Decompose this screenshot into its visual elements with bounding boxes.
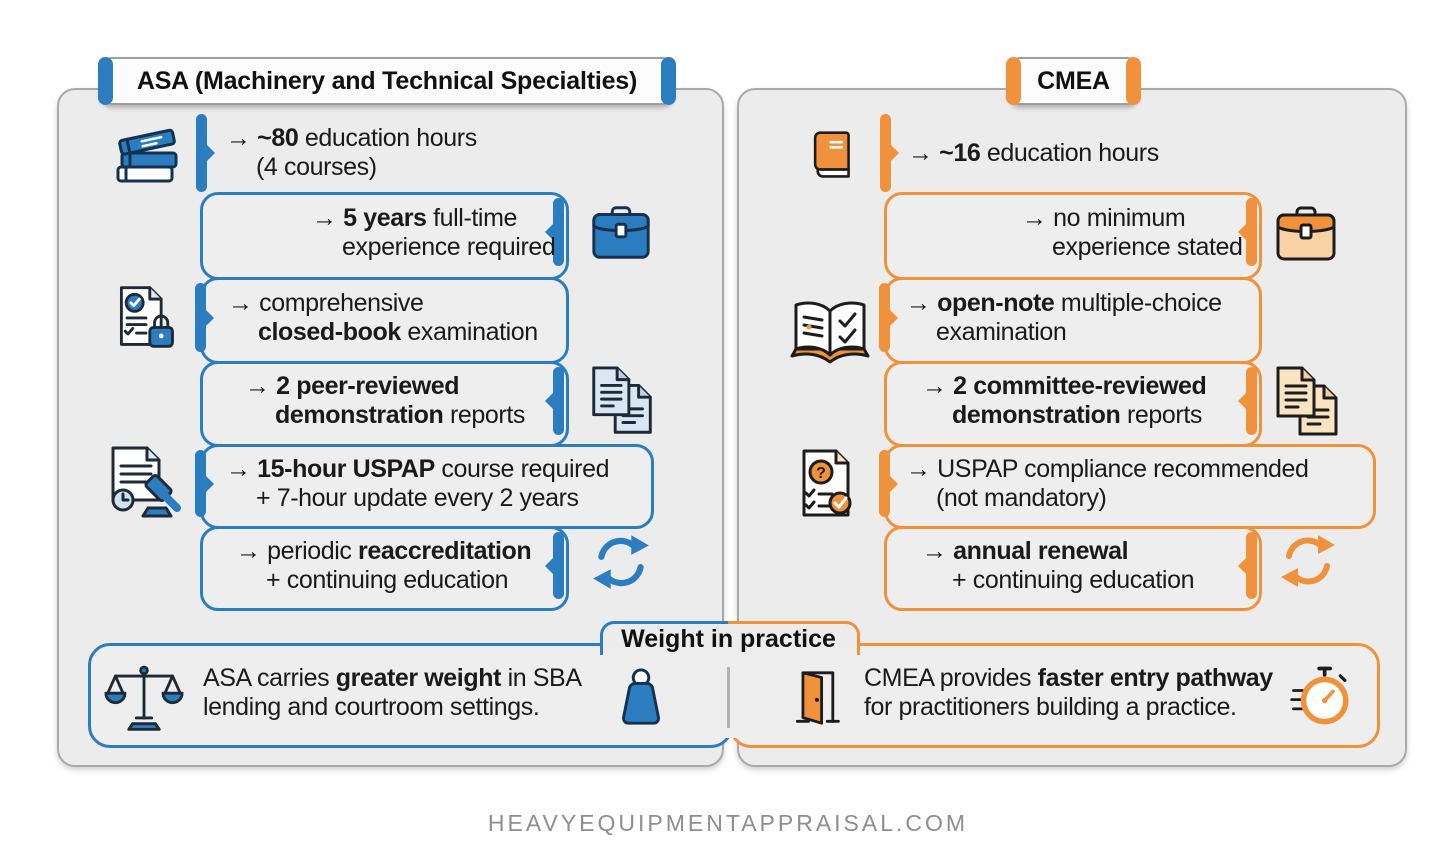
cmea-item5-bubble [884, 444, 1376, 529]
cmea-item1-text: → ~16 education hours [908, 138, 1159, 167]
cmea-item6-bracket [1238, 532, 1257, 599]
asa-title: ASA (Machinery and Technical Specialties… [136, 66, 638, 95]
asa-item1-text: → ~80 education hours(4 courses) [226, 124, 477, 181]
renewal-icon [1276, 528, 1340, 594]
cmea-item4-bracket [1238, 367, 1257, 435]
asa-title-badge: ASA (Machinery and Technical Specialties… [98, 57, 676, 105]
exam-lock-icon [110, 282, 182, 352]
weight-tab-left [600, 621, 731, 655]
asa-item3-bracket [195, 283, 214, 352]
renewal-icon [588, 528, 654, 596]
asa-item4-bracket [545, 367, 564, 435]
cmea-weight-note-bubble [729, 643, 1380, 748]
cmea-item3-bracket [879, 283, 898, 352]
door-icon [788, 662, 844, 734]
book-icon [810, 120, 858, 190]
svg-text:?: ? [816, 465, 826, 482]
question-check-doc-icon: ? [796, 446, 860, 522]
cmea-title: CMEA [1037, 66, 1110, 95]
reports-icon [1270, 364, 1346, 444]
asa-item6-bubble [200, 526, 569, 611]
footer-site-text: HEAVYEQUIPMENTAPPRAISAL.COM [487, 810, 969, 836]
asa-weight-note-bubble [88, 643, 733, 748]
asa-item2-bracket [545, 198, 564, 266]
stopwatch-icon [1288, 660, 1354, 732]
weight-section-label: Weight in practice [621, 625, 836, 653]
weight-tab-right [728, 621, 860, 655]
briefcase-icon [1272, 202, 1340, 266]
open-book-check-icon [788, 296, 872, 370]
asa-item5-bracket [195, 450, 214, 517]
cmea-item2-bubble [884, 192, 1262, 280]
reports-icon [584, 364, 662, 442]
weight-icon [610, 664, 672, 732]
asa-item4-bubble [200, 361, 569, 447]
cmea-item6-bubble [884, 526, 1262, 611]
asa-item6-bracket [545, 532, 564, 599]
asa-item2-bubble [200, 192, 569, 280]
asa-item1-bracket [196, 114, 215, 192]
cmea-item2-bracket [1238, 198, 1257, 266]
asa-item6-text: → periodic reaccreditation+ continuing e… [236, 536, 532, 594]
uspap-gavel-icon [102, 444, 188, 522]
cmea-item6-text: → annual renewal+ continuing education [922, 536, 1195, 594]
scales-icon [104, 662, 184, 732]
briefcase-icon [588, 202, 654, 264]
cmea-item5-text: → USPAP compliance recommended(not manda… [906, 454, 1309, 512]
asa-item3-bubble [200, 277, 569, 364]
books-icon [112, 120, 184, 186]
cmea-item1-bracket [880, 114, 899, 192]
cmea-item3-bubble [884, 277, 1262, 364]
cmea-title-badge: CMEA [1006, 57, 1141, 105]
asa-item5-text: → 15-hour USPAP course required+ 7-hour … [226, 454, 610, 512]
weight-section-divider [727, 667, 730, 728]
cmea-item5-bracket [879, 450, 898, 517]
